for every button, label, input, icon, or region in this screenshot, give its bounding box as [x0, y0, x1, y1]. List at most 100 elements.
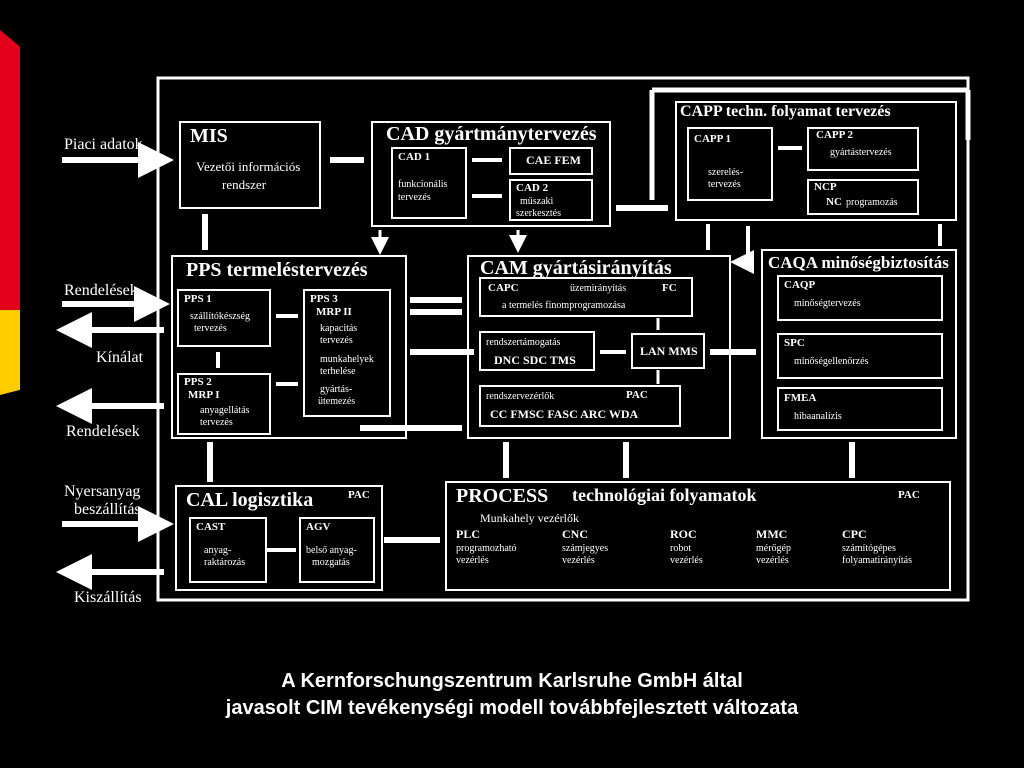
spc-desc: minőségellenőrzés: [794, 356, 869, 367]
capp1-desc-2: tervezés: [708, 179, 741, 190]
cad2-desc-2: szerkesztés: [516, 208, 561, 219]
ncp-nc: NC: [826, 196, 842, 208]
capp-box: [675, 101, 957, 221]
capp2-desc: gyártástervezés: [830, 147, 892, 158]
munkahely-label: Munkahely vezérlők: [480, 511, 579, 525]
caqp-box: [777, 275, 943, 321]
cam-box: [467, 255, 731, 439]
pps2-title: PPS 2: [184, 376, 212, 388]
process-item-desc: vezérlés: [456, 555, 489, 566]
cam-title: CAM gyártásirányítás: [480, 257, 672, 279]
pps2-desc-2: tervezés: [200, 417, 233, 428]
cad-box: [371, 121, 611, 227]
process-item-code: MMC: [756, 527, 788, 541]
capp2-title: CAPP 2: [816, 129, 853, 141]
pps2-sub: MRP I: [188, 389, 220, 401]
ncp-desc: programozás: [846, 197, 898, 208]
dnc-label: rendszertámogatás: [486, 337, 561, 348]
process-item-desc: robot: [670, 543, 692, 554]
cad1-box: [391, 147, 467, 219]
process-item-desc: számítógépes: [842, 543, 896, 554]
pps-title: PPS termeléstervezés: [186, 259, 368, 281]
cae-label: CAE FEM: [526, 153, 581, 167]
capc-desc: a termelés finomprogramozása: [502, 300, 626, 311]
caqp-desc: minőségtervezés: [794, 298, 861, 309]
label-kinalat: Kínálat: [96, 349, 144, 366]
agv-d2: mozgatás: [312, 557, 350, 568]
ctrl-box: [479, 385, 681, 427]
process-item-code: CNC: [562, 527, 588, 541]
agv-box: [299, 517, 375, 583]
pps1-title: PPS 1: [184, 293, 212, 305]
ctrl-value: CC FMSC FASC ARC WDA: [490, 407, 639, 421]
label-nyersanyag: Nyersanyag: [64, 483, 141, 500]
process-item-code: CPC: [842, 527, 867, 541]
fmea-desc: hibaanalízis: [794, 411, 842, 422]
capc-label: CAPC: [488, 282, 519, 294]
process-subtitle: technológiai folyamatok: [572, 485, 757, 505]
process-pac: PAC: [898, 489, 920, 501]
ncp-box: [807, 179, 919, 215]
pps3-d5: gyártás-: [320, 384, 353, 395]
pps3-d4: terhelése: [320, 366, 356, 377]
process-title: PROCESS: [456, 485, 549, 507]
cal-box: [175, 485, 383, 591]
cad1-desc-1: funkcionális: [398, 179, 448, 190]
process-item-code: ROC: [670, 527, 697, 541]
spc-label: SPC: [784, 337, 805, 349]
pps3-d1: kapacitás: [320, 323, 358, 334]
caqp-label: CAQP: [784, 279, 816, 291]
process-item-desc: vezérlés: [670, 555, 703, 566]
label-beszallitas: beszállítás: [74, 501, 141, 518]
process-item-desc: folyamatirányítás: [842, 555, 912, 566]
label-piaci-adatok: Piaci adatok: [64, 136, 143, 153]
cad1-desc-2: tervezés: [398, 192, 431, 203]
capc-box: [479, 277, 693, 317]
cast-label: CAST: [196, 521, 226, 533]
capp-title: CAPP techn. folyamat tervezés: [680, 103, 891, 120]
fmea-label: FMEA: [784, 392, 817, 404]
cal-pac: PAC: [348, 489, 370, 501]
label-rendelesek-out: Rendelések: [66, 423, 140, 440]
pps2-desc-1: anyagellátás: [200, 405, 250, 416]
process-item-desc: vezérlés: [756, 555, 789, 566]
pps3-d3: munkahelyek: [320, 354, 374, 365]
pps1-desc-2: tervezés: [194, 323, 227, 334]
caption-line-2: javasolt CIM tevékenységi modell továbbf…: [225, 697, 799, 719]
caqa-box: [761, 249, 957, 439]
cad-title: CAD gyártmánytervezés: [386, 123, 597, 145]
pps3-title: PPS 3: [310, 293, 338, 305]
cad2-desc-1: műszaki: [520, 196, 554, 207]
capp1-title: CAPP 1: [694, 133, 731, 145]
cast-d1: anyag-: [204, 545, 232, 556]
process-item-code: PLC: [456, 527, 480, 541]
ctrl-label: rendszervezérlők: [486, 391, 555, 402]
capp1-box: [687, 127, 773, 201]
fc-label: FC: [662, 282, 677, 294]
cam-pac: PAC: [626, 389, 648, 401]
capp1-desc-1: szerelés-: [708, 167, 743, 178]
pps3-d6: ütemezés: [318, 396, 356, 407]
process-item-desc: programozható: [456, 543, 517, 554]
dnc-value: DNC SDC TMS: [494, 353, 576, 367]
capp2-box: [807, 127, 919, 171]
spc-box: [777, 333, 943, 379]
agv-label: AGV: [306, 521, 331, 533]
pps3-d2: tervezés: [320, 335, 353, 346]
pps3-sub: MRP II: [316, 306, 352, 318]
fmea-box: [777, 387, 943, 431]
agv-d1: belső anyag-: [306, 545, 357, 556]
pps-box: [171, 255, 407, 439]
lan-box: [631, 333, 705, 369]
cad2-title: CAD 2: [516, 182, 549, 194]
lan-label: LAN MMS: [640, 344, 698, 358]
caption-line-1: A Kernforschungszentrum Karlsruhe GmbH á…: [281, 670, 743, 692]
pps2-box: [177, 373, 271, 435]
cal-title: CAL logisztika: [186, 489, 314, 511]
cad1-title: CAD 1: [398, 151, 431, 163]
dnc-box: [479, 331, 595, 371]
pps1-box: [177, 289, 271, 347]
pps3-box: [303, 289, 391, 417]
